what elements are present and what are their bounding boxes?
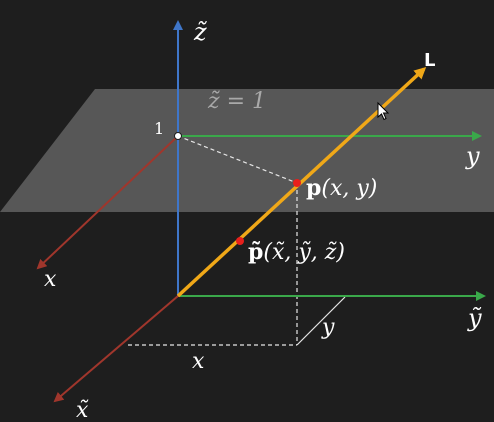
dashed-line-plane-to-p xyxy=(177,135,298,184)
x-tilde-axis xyxy=(53,295,179,403)
point-p-tilde-bold: p̃ xyxy=(248,239,263,265)
one-mark-label: 1 xyxy=(154,119,164,138)
z-tilde-axis-label: z̃ xyxy=(193,18,208,46)
y-projection-line xyxy=(296,296,346,346)
plane-origin-marker xyxy=(174,132,182,140)
x-axis-upper xyxy=(36,135,179,270)
y-axis-upper-label: y xyxy=(465,142,480,170)
point-p xyxy=(293,179,301,187)
point-p-tilde-args: (x̃, ỹ, z̃) xyxy=(263,240,345,265)
plane-equation-label: z̃ = 1 xyxy=(207,89,266,114)
x-axis-upper-label: x xyxy=(44,267,57,292)
y-tilde-axis-label: ỹ xyxy=(467,304,482,332)
point-p-label: p(x, y) xyxy=(306,175,377,201)
point-p-args: (x, y) xyxy=(321,176,377,201)
y-projection-label: y xyxy=(321,315,335,340)
x-tilde-axis-label: x̃ xyxy=(76,398,89,422)
point-p-bold: p xyxy=(306,175,321,201)
point-p-tilde xyxy=(236,237,244,245)
mouse-cursor-icon xyxy=(377,101,390,121)
x-projection-label: x xyxy=(192,349,205,374)
line-L xyxy=(176,66,427,298)
point-p-tilde-label: p̃(x̃, ỹ, z̃) xyxy=(248,239,345,265)
line-L-label: L xyxy=(424,50,435,71)
